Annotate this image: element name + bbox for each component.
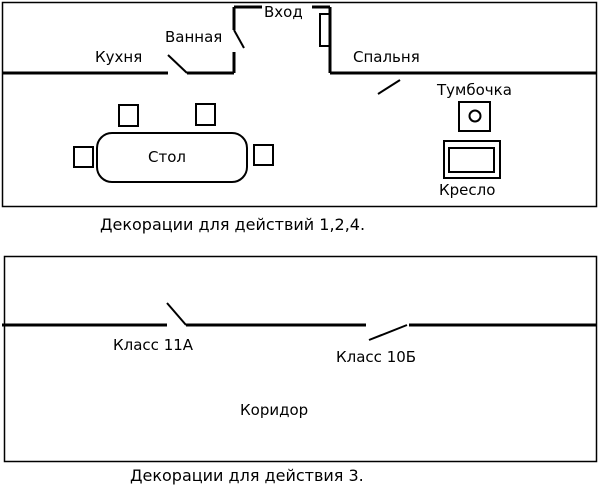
label-class-11a: Класс 11А (113, 336, 194, 354)
label-table: Стол (148, 148, 186, 166)
armchair-seat (448, 147, 495, 173)
label-entrance: Вход (264, 3, 303, 21)
caption-scene-1: Декорации для действий 1,2,4. (100, 215, 365, 234)
door-bathroom (233, 29, 245, 49)
scene-1-plan: Кухня Ванная Вход Спальня Стол Тумбочка … (1, 1, 598, 208)
label-corridor: Коридор (240, 401, 308, 419)
chair-left (73, 146, 94, 168)
nightstand-knob (468, 109, 482, 123)
table (96, 132, 248, 183)
label-bedroom: Спальня (353, 48, 420, 66)
label-bathroom: Ванная (165, 28, 222, 46)
scene-2-plan: Класс 11А Класс 10Б Коридор (2, 255, 598, 463)
scene-1-border (1, 1, 598, 208)
scene-2-border (3, 255, 598, 463)
label-class-10b: Класс 10Б (336, 348, 416, 366)
label-armchair: Кресло (439, 181, 495, 199)
label-nightstand: Тумбочка (436, 81, 512, 99)
entrance-door (319, 13, 331, 47)
label-kitchen: Кухня (95, 48, 142, 66)
door-class-10b (368, 324, 408, 341)
chair-top-right (195, 103, 216, 126)
chair-right (253, 144, 274, 166)
chair-top-left (118, 104, 139, 127)
door-kitchen-bathroom (167, 54, 188, 74)
caption-scene-2: Декорации для действия 3. (130, 466, 364, 485)
door-class-11a (166, 302, 187, 326)
door-bedroom (377, 79, 401, 95)
